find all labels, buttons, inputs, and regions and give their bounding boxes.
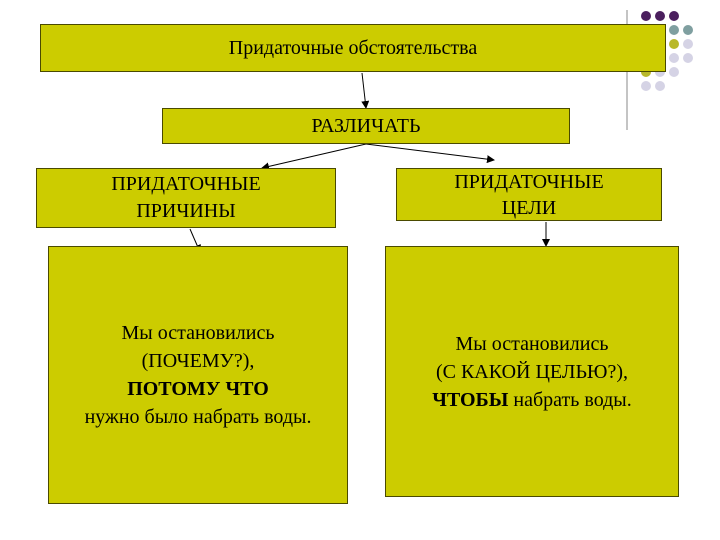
purpose-line2: ЦЕЛИ <box>501 196 557 219</box>
cause-example-conjunction: ПОТОМУ ЧТО <box>127 378 269 400</box>
deco-dot <box>669 11 679 21</box>
deco-dot <box>669 39 679 49</box>
arrow-to-cause <box>261 143 367 171</box>
purpose-example-line1: Мы остановились <box>455 332 609 355</box>
deco-dot <box>641 81 651 91</box>
arrow-to-purpose <box>365 143 495 164</box>
distinguish-box: РАЗЛИЧАТЬ <box>162 108 570 144</box>
deco-dot <box>655 11 665 21</box>
main-title-box: Придаточные обстоятельства <box>40 24 666 72</box>
purpose-example-box: Мы остановились (С КАКОЙ ЦЕЛЬЮ?), ЧТОБЫ … <box>385 246 679 497</box>
cause-line1: ПРИДАТОЧНЫЕ <box>111 173 261 195</box>
deco-dot <box>683 25 693 35</box>
cause-example-line1: Мы остановились <box>121 322 275 344</box>
purpose-clause-box: ПРИДАТОЧНЫЕ ЦЕЛИ <box>396 168 662 221</box>
cause-line2: ПРИЧИНЫ <box>136 200 236 222</box>
deco-dot <box>669 67 679 77</box>
purpose-example-line2: (С КАКОЙ ЦЕЛЬЮ?), <box>435 360 629 383</box>
arrow-main-to-distinguish <box>361 72 370 109</box>
cause-clause-box: ПРИДАТОЧНЫЕ ПРИЧИНЫ <box>36 168 336 228</box>
deco-dot <box>683 39 693 49</box>
cause-example-line4: нужно было набрать воды. <box>84 406 312 428</box>
main-title: Придаточные обстоятельства <box>228 36 478 59</box>
purpose-example-line3-rest: набрать воды. <box>508 388 632 411</box>
cause-example-line2: (ПОЧЕМУ?), <box>141 350 255 372</box>
cause-example-box: Мы остановились (ПОЧЕМУ?), ПОТОМУ ЧТО ну… <box>48 246 348 504</box>
purpose-example-conjunction: ЧТОБЫ <box>432 388 509 411</box>
deco-dot <box>641 11 651 21</box>
deco-dot <box>683 53 693 63</box>
deco-dot <box>669 53 679 63</box>
deco-dot <box>669 25 679 35</box>
distinguish-label: РАЗЛИЧАТЬ <box>311 114 421 137</box>
purpose-line1: ПРИДАТОЧНЫЕ <box>454 170 604 193</box>
deco-dot <box>655 81 665 91</box>
purpose-example-line3: ЧТОБЫ набрать воды. <box>432 386 632 414</box>
